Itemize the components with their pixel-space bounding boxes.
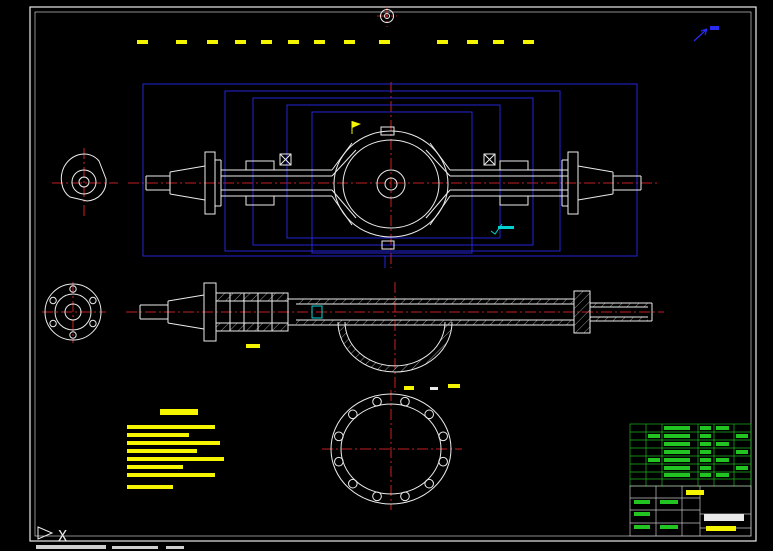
title-block-text	[634, 426, 748, 531]
surface-finish-icon	[490, 223, 514, 235]
ucs-icon: X	[37, 526, 67, 545]
title-block	[629, 423, 752, 537]
dimension-lines	[142, 83, 638, 268]
status-bar-fragments	[36, 545, 184, 549]
bottom-flange-view	[330, 393, 452, 505]
weld-symbol-icon	[351, 121, 361, 134]
sheet-frame	[29, 6, 757, 542]
front-view	[145, 9, 642, 250]
top-dimension-marks	[137, 40, 534, 44]
ucs-x-label: X	[58, 527, 67, 545]
annotation-marks	[246, 344, 460, 390]
north-mark	[693, 26, 719, 42]
bracket-view	[60, 153, 107, 202]
left-flange-view	[44, 283, 102, 341]
side-section-view	[139, 282, 653, 373]
title-block-upper-grid	[629, 423, 752, 487]
centerlines	[42, 7, 664, 510]
tech-requirements-block	[127, 409, 224, 489]
